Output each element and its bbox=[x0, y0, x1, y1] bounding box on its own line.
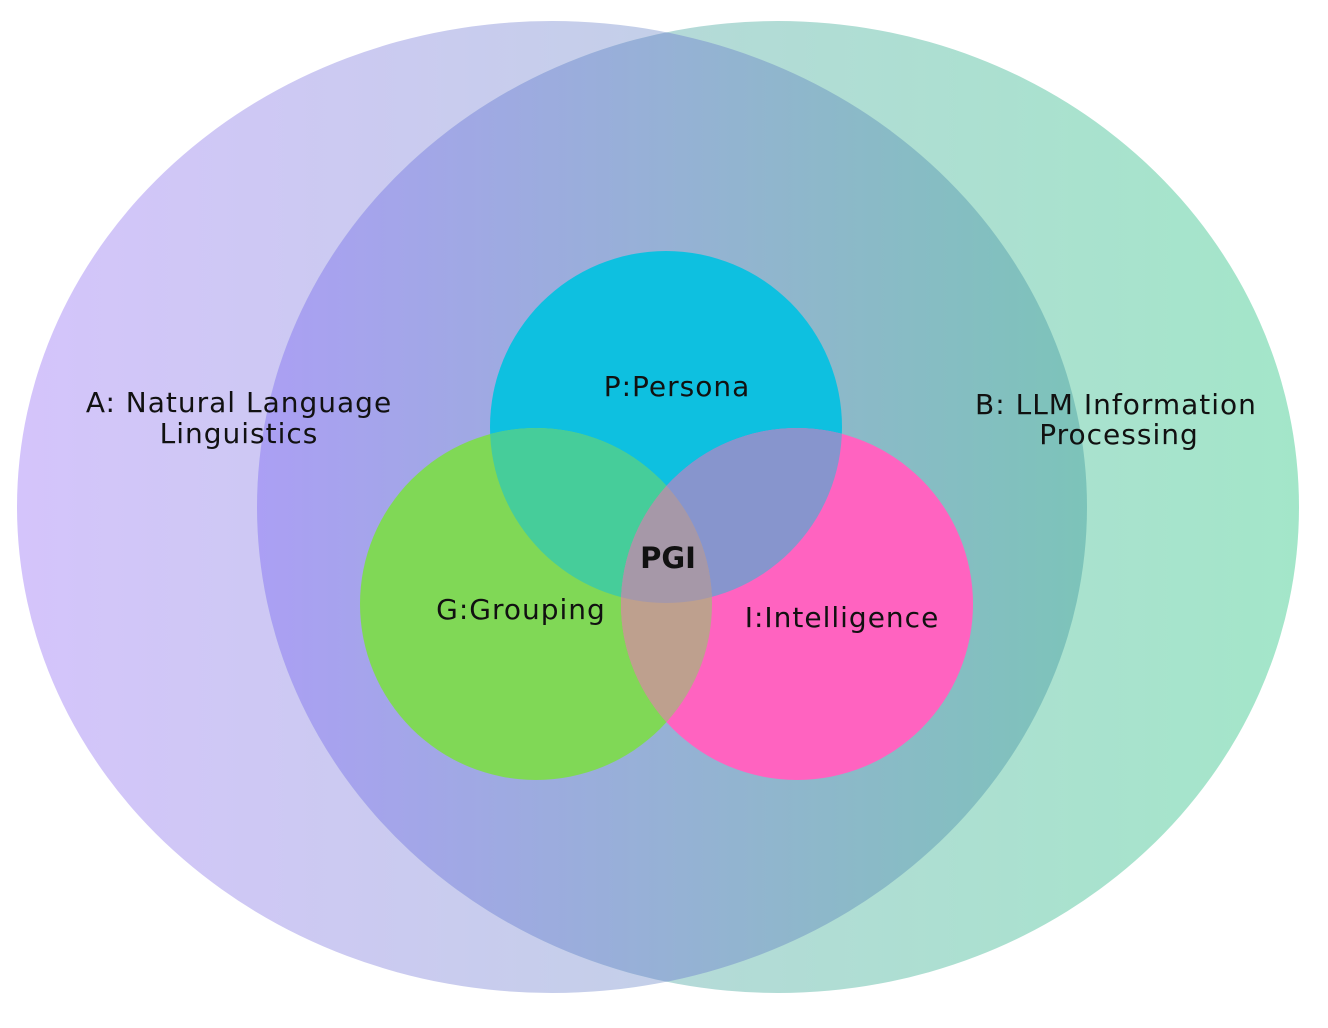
set-b-label-line2: Processing bbox=[1039, 418, 1199, 451]
set-pi-overlap bbox=[621, 428, 842, 603]
set-pg-overlap bbox=[490, 428, 712, 603]
set-g-label: G:Grouping bbox=[436, 593, 606, 626]
set-a-label-line1: A: Natural Language bbox=[86, 386, 392, 419]
set-i-label: I:Intelligence bbox=[745, 601, 940, 634]
set-b-label-line1: B: LLM Information bbox=[975, 388, 1257, 421]
set-a-label-line2: Linguistics bbox=[160, 417, 319, 450]
set-p-label: P:Persona bbox=[604, 370, 751, 403]
center-pgi-label: PGI bbox=[640, 541, 696, 575]
